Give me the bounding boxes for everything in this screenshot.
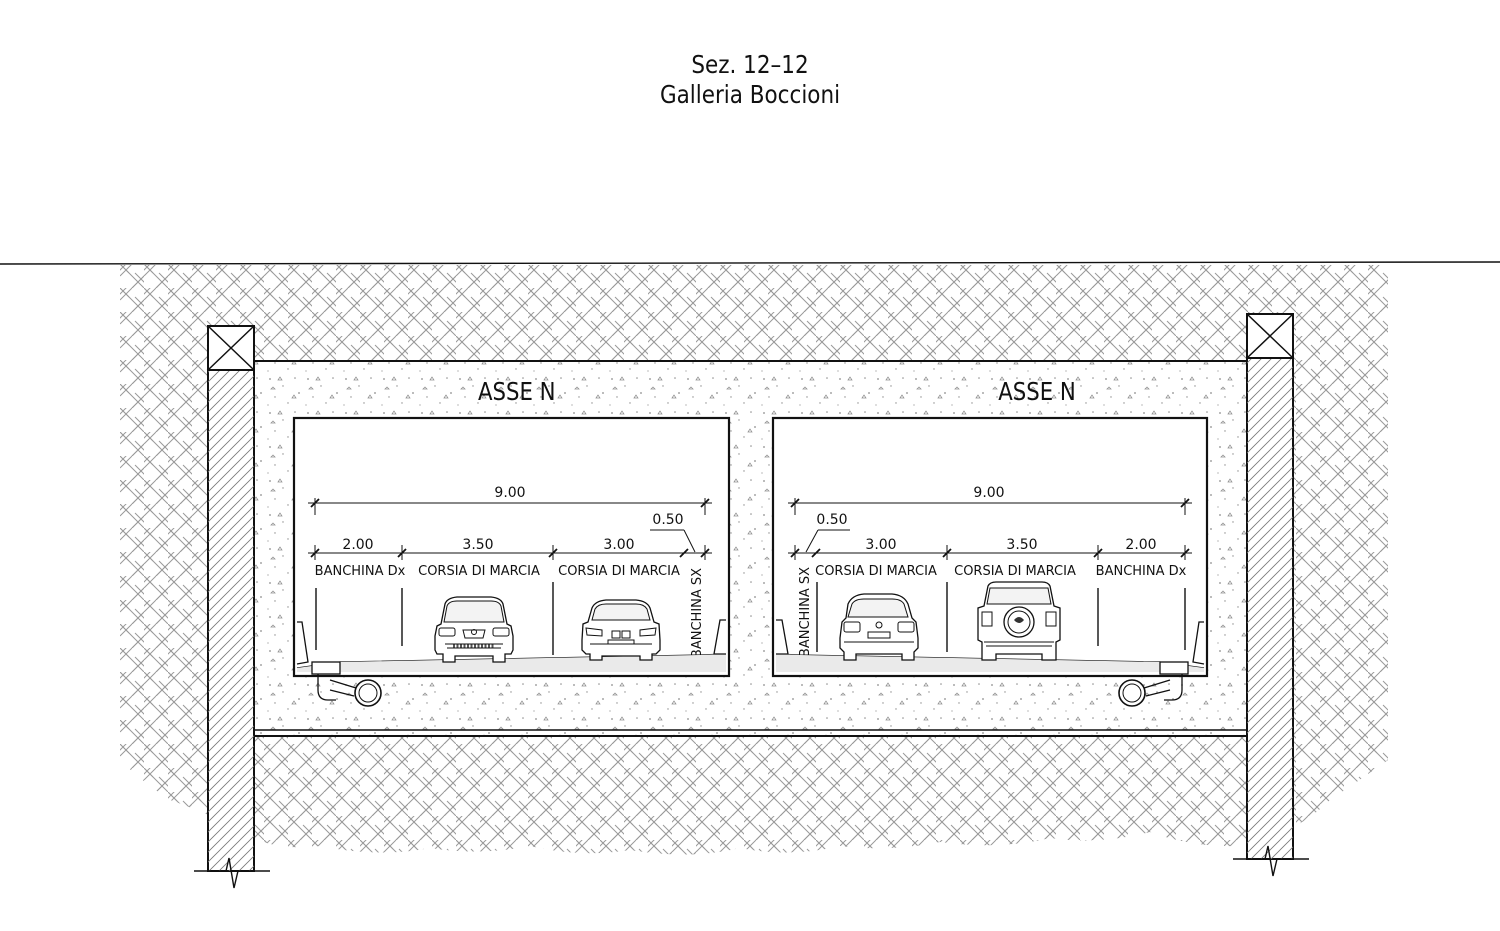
tube-right-total-width: 9.00: [973, 485, 1004, 501]
tube-left-shoulder-note: 0.50: [652, 512, 683, 528]
tube-right-kerb-right: [1192, 621, 1205, 665]
tube-right-seg-2-label: CORSIA DI MARCIA: [954, 564, 1076, 579]
tube-right-axis-label: ASSE N: [998, 377, 1076, 406]
car-front-icon: [581, 599, 661, 661]
tube-right-seg-3-label: BANCHINA Dx: [1096, 564, 1187, 579]
car-rear-icon: [839, 593, 919, 661]
tube-right-kerb-left: [776, 619, 789, 655]
tube-left-axis-label: ASSE N: [478, 377, 556, 406]
tunnel-name: Galleria Boccioni: [659, 80, 841, 109]
left-pile: [194, 325, 270, 889]
ground-line: [0, 261, 1500, 265]
tube-left-drain: [311, 661, 382, 707]
suv-rear-icon: [977, 581, 1061, 661]
tube-right-drain: [1118, 661, 1189, 707]
tube-left-segment-dimensions: 2.00 3.50 3.00 0.50: [308, 512, 712, 560]
car-front-icon: [434, 596, 514, 663]
tube-left-seg-1-width: 2.00: [342, 537, 373, 553]
tube-right-seg-3-width: 2.00: [1125, 537, 1156, 553]
tube-right: ASSE N 9.00 3.00 3.50 2.00 0.50 CORSI: [771, 377, 1209, 707]
tube-left: ASSE N 9.00 2.00 3.50 3.00 0.50 BANCH: [292, 377, 731, 707]
tube-left-kerb-left: [296, 621, 309, 665]
tube-left-seg-2-width: 3.50: [462, 537, 493, 553]
tube-right-side-label: BANCHINA SX: [798, 567, 813, 657]
tube-left-total-dimension: 9.00: [308, 485, 712, 515]
tube-right-seg-2-width: 3.50: [1006, 537, 1037, 553]
tube-left-seg-3-width: 3.00: [603, 537, 634, 553]
tube-right-total-dimension: 9.00: [788, 485, 1192, 515]
section-title: Sez. 12–12 Galleria Boccioni: [105, 50, 1395, 110]
tube-left-kerb-right: [713, 619, 726, 655]
right-pile: [1233, 313, 1309, 877]
tube-right-segment-dimensions: 3.00 3.50 2.00 0.50: [788, 512, 1192, 560]
tube-left-side-label: BANCHINA SX: [690, 568, 705, 658]
section-number: Sez. 12–12: [691, 50, 809, 79]
tube-left-seg-2-label: CORSIA DI MARCIA: [418, 564, 540, 579]
tube-right-shoulder-note: 0.50: [816, 512, 847, 528]
tube-right-seg-1-width: 3.00: [865, 537, 896, 553]
tube-left-total-width: 9.00: [494, 485, 525, 501]
tube-left-seg-3-label: CORSIA DI MARCIA: [558, 564, 680, 579]
tube-left-seg-1-label: BANCHINA Dx: [315, 564, 406, 579]
tube-right-seg-1-label: CORSIA DI MARCIA: [815, 564, 937, 579]
